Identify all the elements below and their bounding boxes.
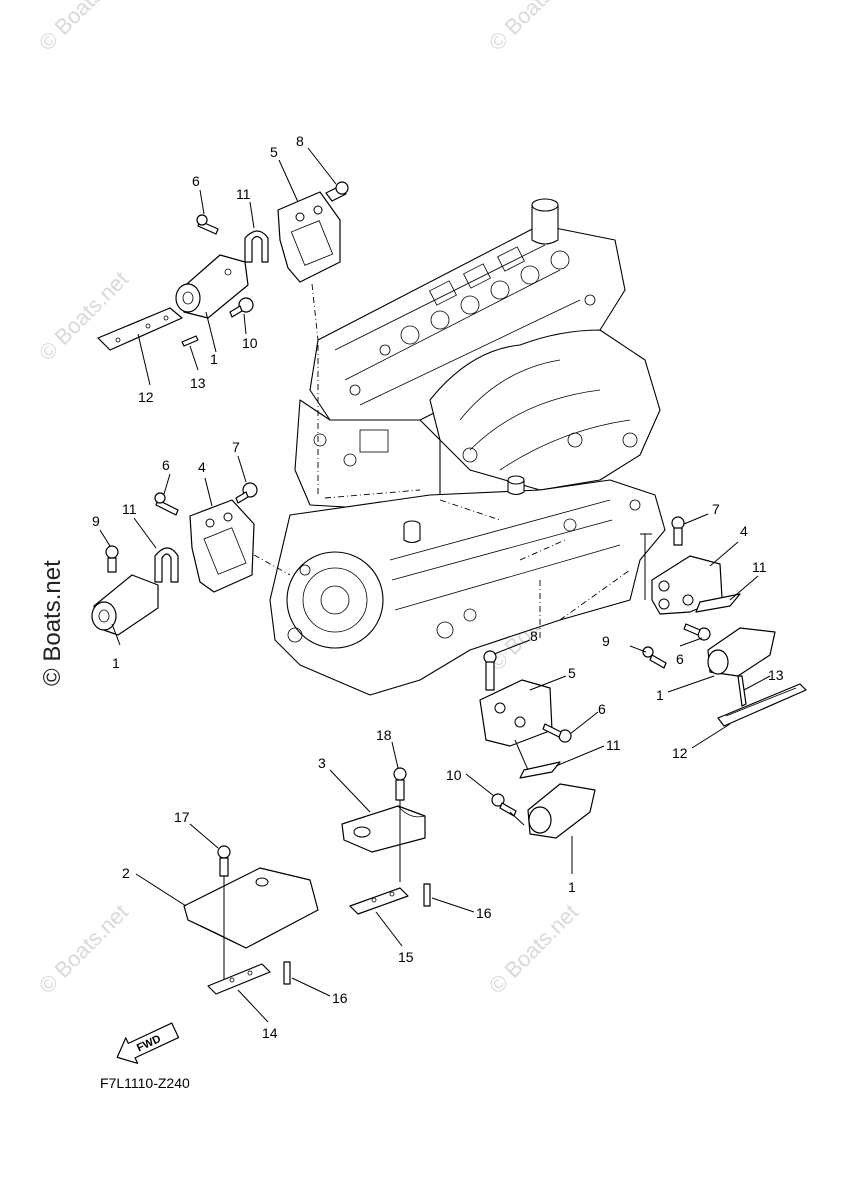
callout-16-right: 16 [476,905,492,921]
engine-block [269,198,666,696]
callout-7-left: 7 [232,439,240,455]
intake-manifold [429,329,661,491]
callout-15: 15 [398,949,414,965]
callout-4-left: 4 [198,459,206,475]
bracket-5-upper [277,191,341,283]
callout-6-upper: 6 [192,173,200,189]
shim-11-right [695,593,741,613]
watermark-top-right: © Boats.net [484,0,583,56]
bracket-14 [207,963,271,995]
pin-13-right [737,675,747,707]
watermark-bottom-right: © Boats.net [484,899,583,998]
mount-assembly-middle-left [91,482,291,636]
callout-8-upper: 8 [296,133,304,149]
plate-12-upper [97,307,183,351]
mount-assembly-lower-middle [479,650,596,839]
callout-6-right: 6 [676,651,684,667]
callout-18: 18 [376,727,392,743]
mount-assembly-upper-left [97,181,349,351]
callout-2: 2 [122,865,130,881]
crankcase [269,479,666,696]
callout-9-left: 9 [92,513,100,529]
callout-17: 17 [174,809,190,825]
bracket-15 [349,887,409,915]
callout-11-left: 11 [122,501,137,517]
bolt-7-right [671,516,685,530]
bolt-8-lower [483,650,497,664]
filler-neck [531,204,559,245]
pin-13-upper [181,335,199,347]
callout-5-upper: 5 [270,144,278,160]
watermark-mid-left: © Boats.net [34,266,133,365]
callout-12-upper: 12 [138,389,154,405]
shim-11-upper [244,230,269,263]
bolt-6-left [155,499,179,516]
callout-12-right: 12 [672,745,688,761]
fwd-arrow: FWD [116,1022,180,1064]
pin-16-left [283,961,291,985]
callout-3: 3 [318,755,326,771]
callout-4-right: 4 [740,523,748,539]
diagram-code: F7L1110-Z240 [100,1075,190,1091]
bottom-assemblies [183,767,431,995]
bracket-3 [341,805,426,853]
watermark-bottom-left: © Boats.net [34,899,133,998]
callout-13-right: 13 [768,667,784,683]
magneto-cover [286,551,384,649]
bolt-9-left [105,545,119,559]
mount-assembly-right [640,516,807,727]
callout-5-lower: 5 [568,665,576,681]
callout-numbers: 5 8 6 11 1 10 12 13 6 4 7 9 11 1 7 4 11 … [92,133,784,1041]
callout-13-upper: 13 [190,375,206,391]
shim-11-left [154,547,179,583]
cover-2 [183,867,319,949]
bracket-4-left [189,499,255,593]
callout-9-right: 9 [602,633,610,649]
callout-16-left: 16 [332,990,348,1006]
callout-10-upper: 10 [242,335,258,351]
shim-11-lower [519,761,561,779]
callout-8-lower: 8 [530,628,538,644]
callout-10-lower: 10 [446,767,462,783]
leader-lines [99,147,771,1023]
callout-1-right: 1 [656,687,664,703]
callout-1-left: 1 [112,655,120,671]
watermark-vertical: © Boats.net [39,560,66,686]
watermark-top-left: © Boats.net [34,0,133,56]
bolt-10-upper [238,297,254,313]
callout-11-upper: 11 [236,186,251,202]
callout-11-right: 11 [752,559,767,575]
screw-18 [393,767,407,781]
callout-6-left: 6 [162,457,170,473]
plate-12-right [717,683,807,727]
bolt-9-right [642,646,654,658]
callout-6-lower: 6 [598,701,606,717]
callout-14: 14 [262,1025,278,1041]
screw-17 [217,845,231,859]
callout-1-lower: 1 [568,879,576,895]
pin-16-right [423,883,431,907]
callout-7-right: 7 [712,501,720,517]
bolt-10-lower [491,793,505,807]
callout-1-upper: 1 [210,351,218,367]
callout-11-lower: 11 [606,737,621,753]
